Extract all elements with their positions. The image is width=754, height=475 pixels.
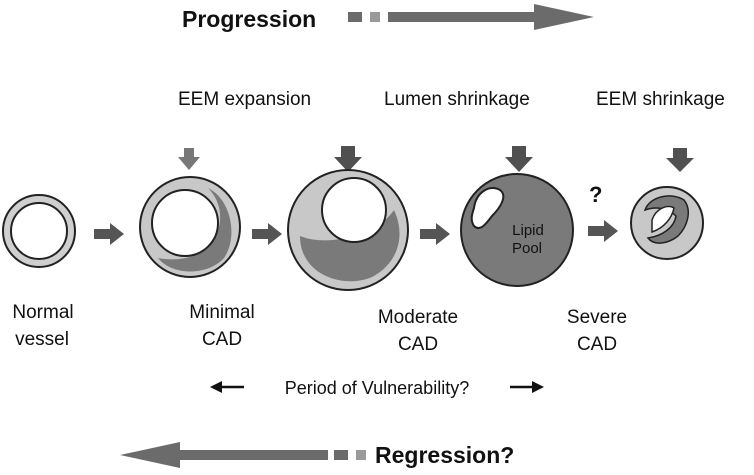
lipid-pool-line1: Lipid bbox=[512, 222, 544, 239]
stage-normal-line2: vessel bbox=[15, 329, 69, 350]
down-arrow-icon bbox=[178, 148, 200, 170]
moderate-cad-vessel-icon bbox=[287, 169, 409, 291]
stage-severe-line1: Severe bbox=[567, 307, 627, 328]
stage-minimal-line1: Minimal bbox=[189, 302, 254, 323]
lumen-shrinkage-label: Lumen shrinkage bbox=[384, 89, 530, 110]
regression-label: Regression? bbox=[375, 442, 514, 468]
stage-moderate-line2: CAD bbox=[398, 334, 438, 355]
shrunken-vessel-icon bbox=[630, 186, 704, 260]
down-arrow-icon bbox=[505, 146, 533, 172]
eem-shrinkage-label: EEM shrinkage bbox=[596, 89, 725, 110]
severe-cad-vessel-icon bbox=[460, 173, 574, 287]
stage-severe-line2: CAD bbox=[577, 334, 617, 355]
progression-label: Progression bbox=[182, 6, 316, 32]
stage-moderate-line1: Moderate bbox=[378, 307, 458, 328]
progression-arrow bbox=[348, 4, 594, 30]
vulnerability-label: Period of Vulnerability? bbox=[285, 378, 469, 398]
right-arrow-icon bbox=[94, 223, 124, 245]
lipid-pool-line2: Pool bbox=[512, 240, 542, 257]
normal-vessel-icon bbox=[2, 194, 76, 268]
eem-expansion-label: EEM expansion bbox=[178, 89, 311, 110]
stage-normal-line1: Normal bbox=[12, 302, 73, 323]
minimal-cad-vessel-icon bbox=[139, 176, 241, 278]
down-arrow-icon bbox=[666, 148, 694, 172]
stage-minimal-line2: CAD bbox=[202, 329, 242, 350]
left-arrow-icon bbox=[210, 381, 244, 393]
down-arrow-icon bbox=[334, 146, 362, 172]
regression-arrow bbox=[120, 442, 366, 468]
right-arrow-icon bbox=[588, 220, 618, 242]
right-arrow-icon bbox=[510, 381, 544, 393]
right-arrow-icon bbox=[252, 223, 282, 245]
right-arrow-icon bbox=[420, 223, 450, 245]
question-mark: ? bbox=[589, 182, 602, 207]
